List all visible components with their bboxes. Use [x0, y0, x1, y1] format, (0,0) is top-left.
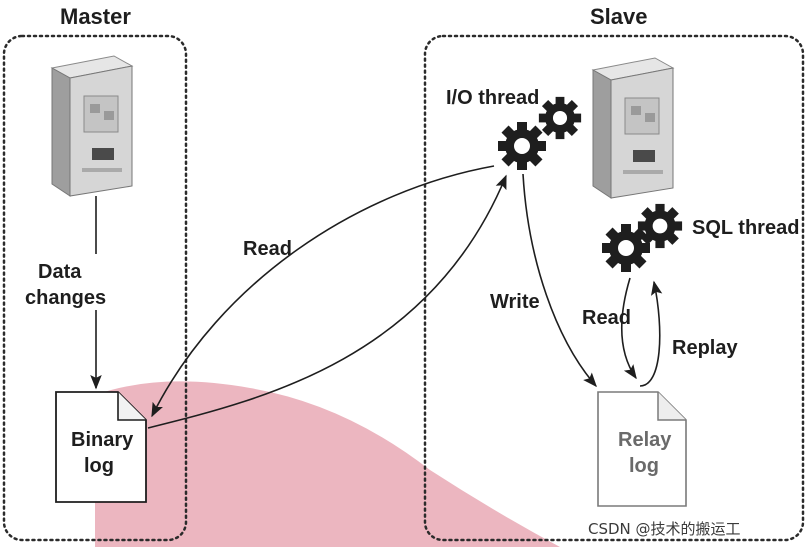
- read-arrow-to-slave: [147, 174, 507, 429]
- write-arrow: [522, 173, 597, 388]
- sql-replay-arrow: [639, 280, 663, 387]
- watermark-text: CSDN @技术的搬运工: [588, 520, 741, 538]
- data-changes-label-line2: changes: [25, 287, 106, 309]
- relay-log-label-line2: log: [629, 455, 659, 477]
- binary-log-document: [55, 391, 147, 503]
- read-arrow-to-master: [151, 165, 495, 418]
- write-label: Write: [490, 291, 540, 313]
- slave-server-icon: [592, 57, 674, 199]
- slave-title: Slave: [590, 4, 648, 29]
- data-changes-label-line1: Data: [38, 261, 82, 283]
- binary-log-label-line2: log: [84, 455, 114, 477]
- binary-log-label-line1: Binary: [71, 429, 134, 451]
- sql-read-arrow: [620, 277, 637, 380]
- relay-log-label-line1: Relay: [618, 429, 672, 451]
- sql-read-label: Read: [582, 307, 631, 329]
- slave-box: [423, 34, 805, 542]
- master-server-icon: [51, 55, 133, 197]
- master-box: [2, 34, 188, 542]
- sql-thread-gears-icon: [602, 203, 683, 272]
- relay-log-document: [597, 391, 687, 507]
- replay-label: Replay: [672, 337, 738, 359]
- watermark-blob: [95, 381, 560, 547]
- read-label: Read: [243, 238, 292, 260]
- sql-thread-label: SQL thread: [692, 217, 799, 239]
- io-thread-label: I/O thread: [446, 87, 539, 109]
- master-title: Master: [60, 4, 131, 29]
